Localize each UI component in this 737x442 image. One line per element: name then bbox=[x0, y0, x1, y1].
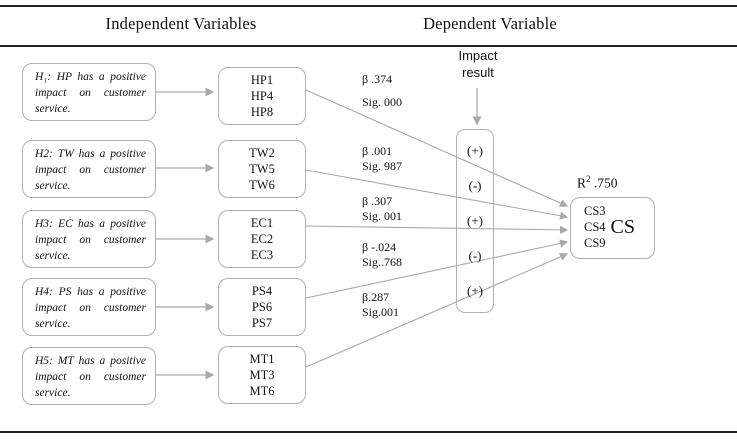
hypothesis-box-h1: H₁: HP has a positive impact on customer… bbox=[22, 63, 156, 121]
hypothesis-text-h5: H5: MT has a positive impact on customer… bbox=[35, 355, 146, 400]
impact-sign-h5: (+) bbox=[467, 282, 483, 298]
indicator-item: PS4 bbox=[251, 284, 273, 298]
indicator-item: HP1 bbox=[250, 73, 274, 87]
cs-indicator-item: CS9 bbox=[584, 235, 606, 250]
dependent-variable-box: CS3 CS4 CS9 CS bbox=[570, 197, 655, 259]
indicator-item: HP8 bbox=[250, 105, 274, 119]
impact-sign-h3: (+) bbox=[467, 212, 483, 228]
r-squared-base: R bbox=[577, 175, 587, 191]
path-tw-to-cs bbox=[305, 169, 569, 220]
hypothesis-text-h1: H₁: HP has a positive impact on customer… bbox=[35, 71, 146, 116]
path-mt-to-cs bbox=[305, 253, 569, 368]
sig-label-h1: Sig. 000 bbox=[362, 95, 403, 109]
path-ps-to-cs bbox=[305, 239, 569, 299]
indicator-item: MT6 bbox=[249, 384, 275, 398]
indicator-item: MT3 bbox=[249, 368, 275, 382]
header-separator-rule bbox=[0, 45, 737, 47]
indicator-item: EC3 bbox=[250, 248, 274, 262]
indicator-box-hp: HP1 HP4 HP8 bbox=[218, 67, 306, 125]
impact-result-box: (+) (-) (+) (-) (+) bbox=[456, 129, 494, 313]
r-squared-label: R2 .750 bbox=[577, 174, 618, 192]
hypothesis-text-h2: H2: TW has a positive impact on customer… bbox=[35, 148, 146, 193]
impact-result-label: Impact result bbox=[458, 48, 498, 80]
indicator-box-ps: PS4 PS6 PS7 bbox=[218, 278, 306, 336]
path-ec-to-cs bbox=[305, 225, 569, 235]
r-squared-sup: 2 bbox=[586, 174, 591, 184]
r-squared-value: .750 bbox=[590, 175, 618, 191]
indicator-box-ec: EC1 EC2 EC3 bbox=[218, 210, 306, 268]
bottom-rule bbox=[0, 431, 737, 433]
hypothesis-box-h2: H2: TW has a positive impact on customer… bbox=[22, 140, 156, 198]
indicator-box-tw: TW2 TW5 TW6 bbox=[218, 140, 306, 198]
indicator-box-mt: MT1 MT3 MT6 bbox=[218, 346, 306, 404]
sig-label-h4: Sig..768 bbox=[362, 255, 403, 269]
dependent-variable-header: Dependent Variable bbox=[423, 14, 557, 33]
cs-construct-label: CS bbox=[610, 215, 636, 238]
beta-label-h5: β.287 bbox=[362, 290, 390, 304]
cs-indicator-item: CS4 bbox=[584, 220, 606, 235]
independent-variables-header: Independent Variables bbox=[105, 14, 257, 33]
indicator-item: PS6 bbox=[251, 300, 273, 314]
sig-label-h5: Sig.001 bbox=[362, 305, 400, 319]
indicator-item: TW6 bbox=[249, 178, 275, 192]
beta-label-h3: β .307 bbox=[362, 194, 393, 208]
top-rule bbox=[0, 5, 737, 7]
beta-label-h2: β .001 bbox=[362, 144, 393, 158]
indicator-item: TW2 bbox=[249, 146, 275, 160]
beta-label-h1: β .374 bbox=[362, 72, 393, 86]
indicator-item: EC2 bbox=[250, 232, 274, 246]
hypothesis-box-h4: H4: PS has a positive impact on customer… bbox=[22, 278, 156, 336]
indicator-item: HP4 bbox=[250, 89, 274, 103]
hypothesis-box-h3: H3: EC has a positive impact on customer… bbox=[22, 210, 156, 268]
hypothesis-text-h4: H4: PS has a positive impact on customer… bbox=[35, 286, 146, 331]
impact-sign-h4: (-) bbox=[468, 247, 482, 263]
indicator-item: PS7 bbox=[251, 316, 273, 330]
indicator-item: EC1 bbox=[250, 216, 274, 230]
indicator-item: TW5 bbox=[249, 162, 275, 176]
sig-label-h2: Sig. 987 bbox=[362, 159, 403, 173]
beta-label-h4: β -.024 bbox=[362, 240, 397, 254]
hypothesis-box-h5: H5: MT has a positive impact on customer… bbox=[22, 347, 156, 405]
impact-sign-h1: (+) bbox=[467, 143, 483, 159]
cs-indicator-item: CS3 bbox=[584, 204, 606, 219]
indicator-item: MT1 bbox=[249, 352, 275, 366]
impact-sign-h2: (-) bbox=[468, 178, 482, 194]
path-hp-to-cs bbox=[305, 89, 569, 207]
sig-label-h3: Sig. 001 bbox=[362, 209, 403, 223]
cs-indicator-list: CS3 CS4 CS9 bbox=[584, 204, 606, 252]
hypothesis-text-h3: H3: EC has a positive impact on customer… bbox=[35, 218, 146, 263]
